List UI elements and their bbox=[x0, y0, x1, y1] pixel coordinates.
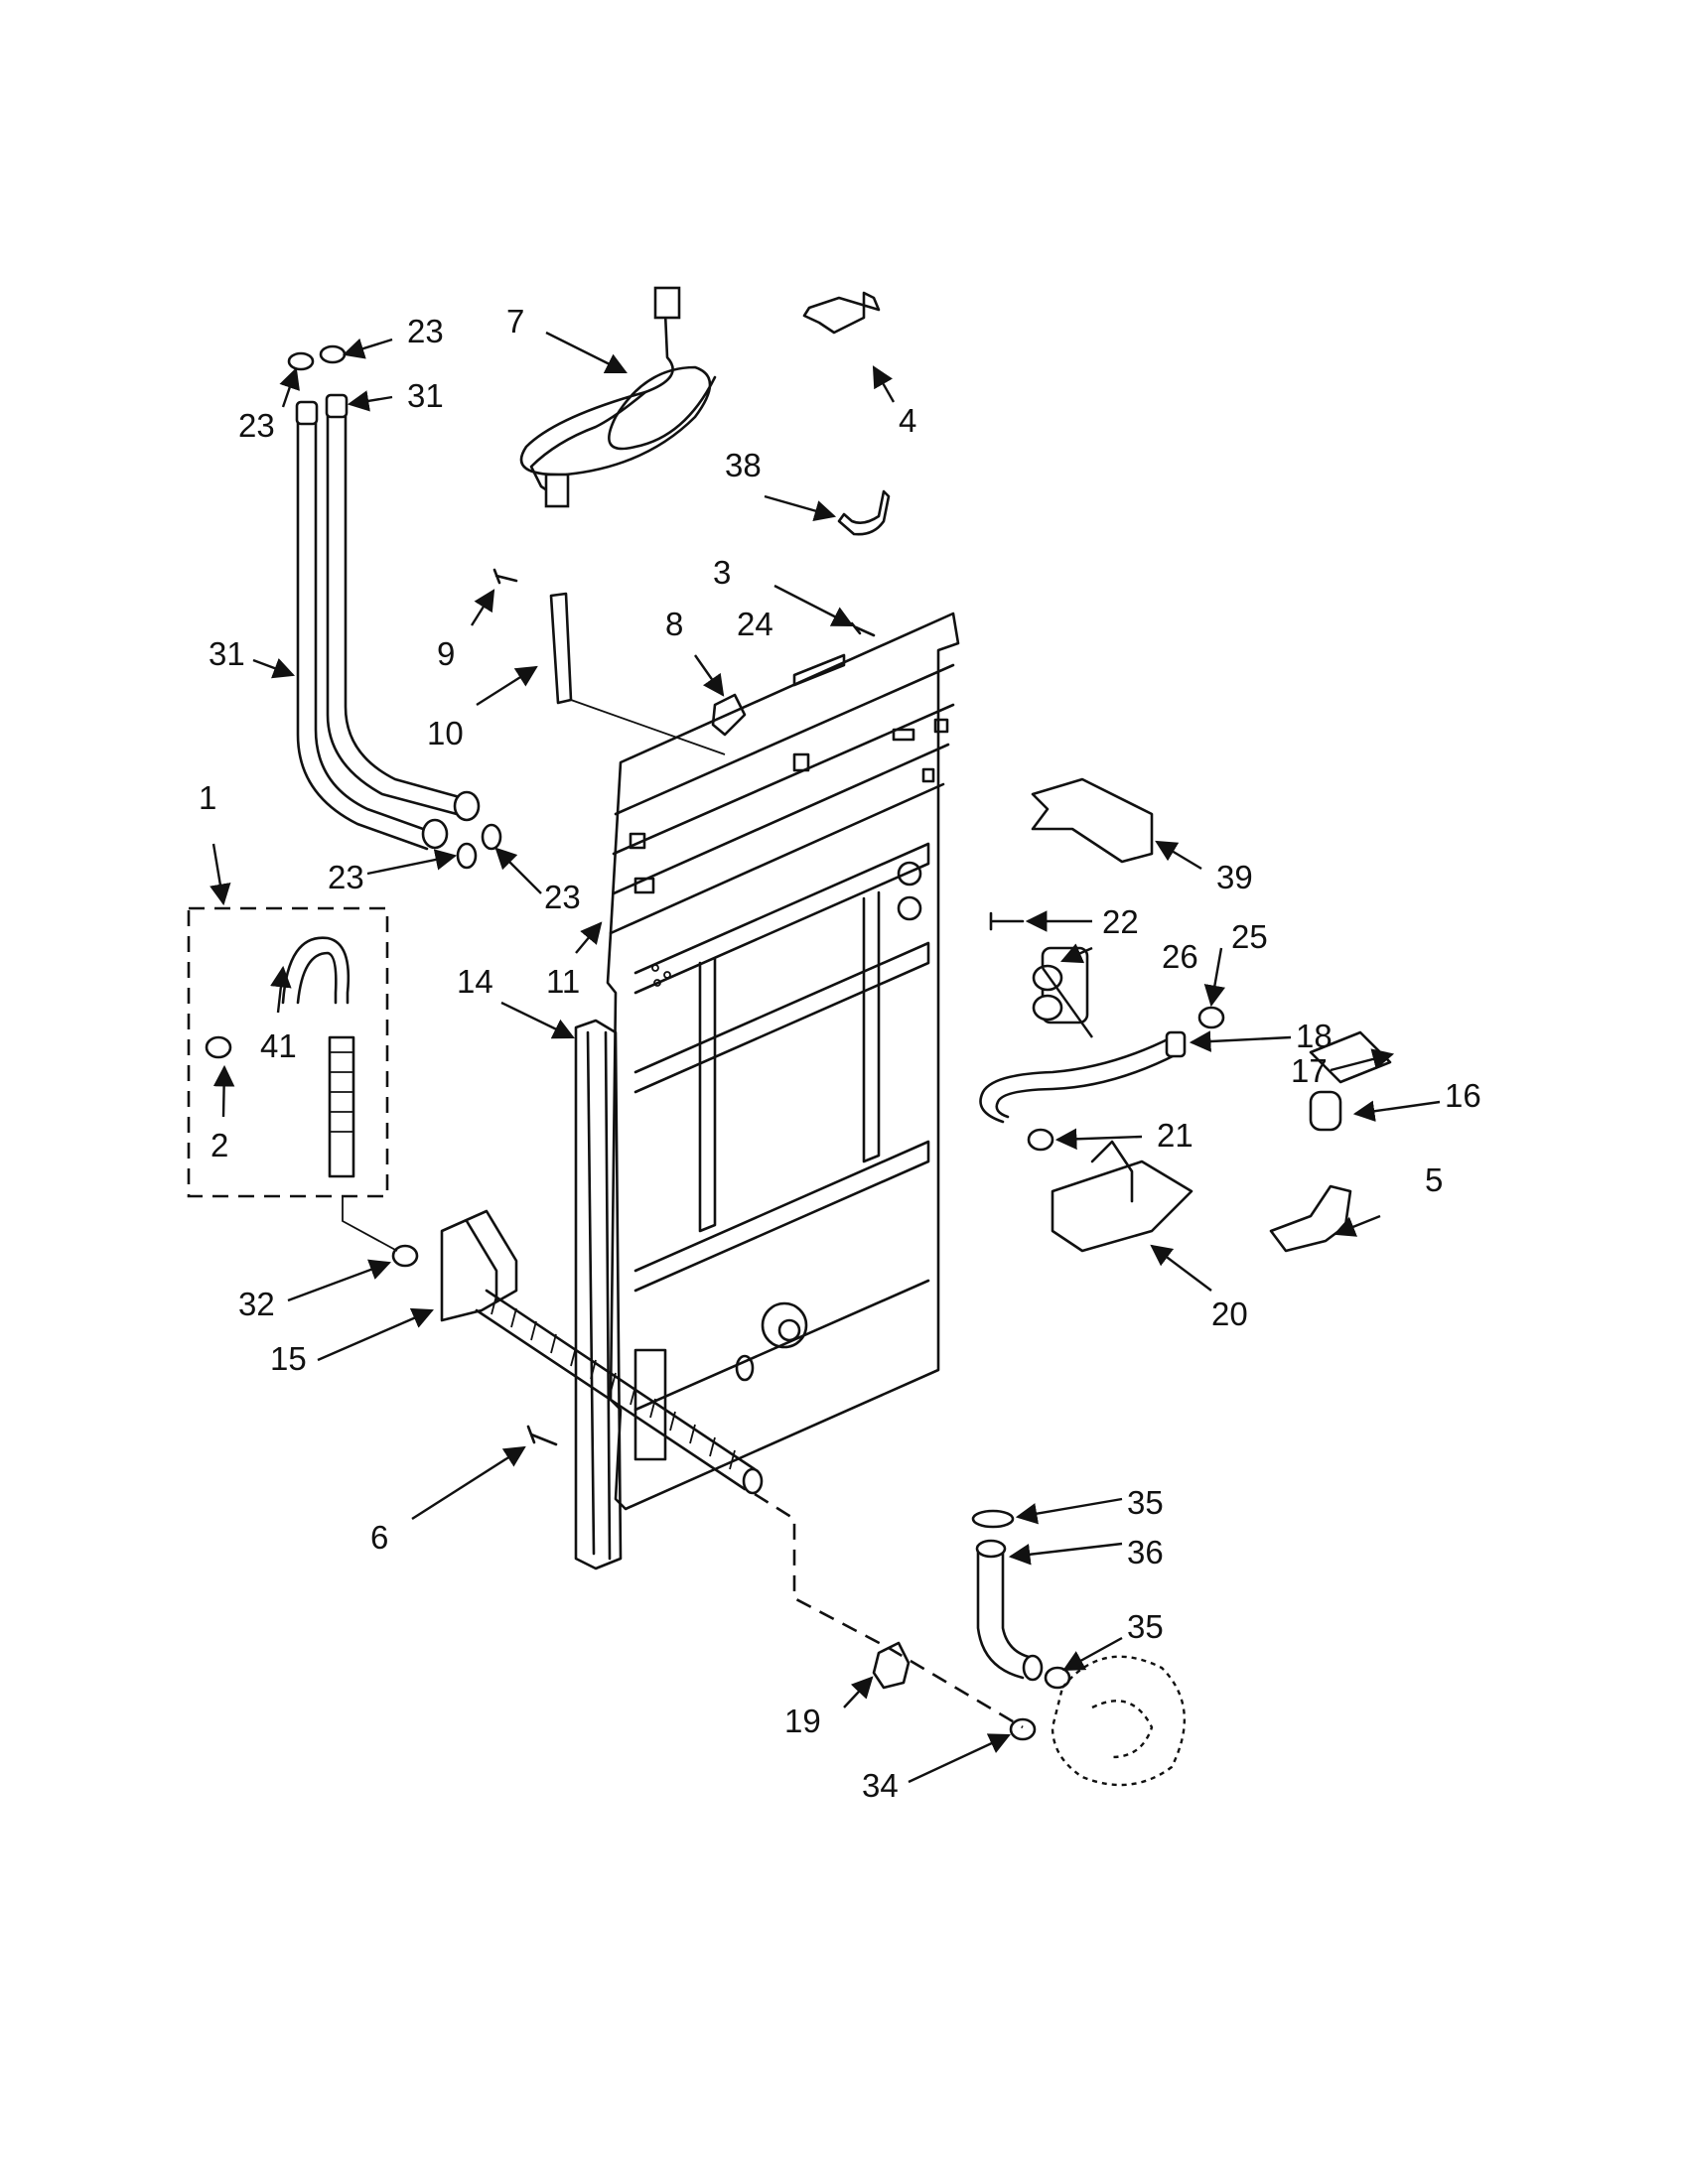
callout-21: 21 bbox=[1157, 1117, 1193, 1154]
callout-10: 10 bbox=[427, 715, 464, 751]
capacitor-16 bbox=[1309, 1090, 1342, 1132]
callout-2: 2 bbox=[210, 1127, 228, 1163]
callout-32: 32 bbox=[238, 1286, 275, 1322]
callout-35b: 35 bbox=[1127, 1608, 1164, 1645]
callout-31a: 31 bbox=[407, 377, 444, 414]
screw-9 bbox=[492, 568, 518, 585]
air-dome-20 bbox=[1051, 1140, 1193, 1253]
water-valve bbox=[1032, 946, 1089, 1024]
callout-25: 25 bbox=[1231, 918, 1268, 955]
screw-6 bbox=[526, 1425, 558, 1446]
hose-bracket bbox=[440, 1209, 518, 1322]
bracket-5 bbox=[1269, 1184, 1352, 1253]
callout-23b: 23 bbox=[238, 407, 275, 444]
callout-6: 6 bbox=[370, 1519, 388, 1556]
clamp-25 bbox=[1197, 1006, 1225, 1029]
callout-17: 17 bbox=[1291, 1052, 1328, 1089]
callout-20: 20 bbox=[1211, 1296, 1248, 1332]
callout-8: 8 bbox=[665, 606, 683, 642]
strap-10 bbox=[549, 592, 573, 705]
side-strip bbox=[574, 1019, 623, 1570]
bar-24 bbox=[792, 653, 846, 687]
callout-38: 38 bbox=[725, 447, 762, 483]
callout-19: 19 bbox=[784, 1703, 821, 1739]
drain-hose bbox=[475, 1289, 764, 1495]
callout-9: 9 bbox=[437, 635, 455, 672]
fill-hose bbox=[979, 1030, 1187, 1124]
callout-15: 15 bbox=[270, 1340, 307, 1377]
callout-23a: 23 bbox=[407, 313, 444, 349]
callout-31b: 31 bbox=[209, 635, 245, 672]
callout-39: 39 bbox=[1216, 859, 1253, 895]
clamp-21 bbox=[1027, 1128, 1054, 1152]
hose-clamp-19 bbox=[872, 1641, 911, 1690]
callout-41: 41 bbox=[260, 1027, 297, 1064]
callout-14: 14 bbox=[457, 963, 493, 1000]
clip-38 bbox=[837, 489, 891, 536]
callout-3: 3 bbox=[713, 554, 731, 591]
screw-22 bbox=[989, 911, 1025, 931]
callout-26: 26 bbox=[1162, 938, 1198, 975]
callout-23d: 23 bbox=[544, 879, 581, 915]
inlet-hoses bbox=[287, 344, 502, 870]
screw-3 bbox=[850, 621, 876, 637]
callout-35a: 35 bbox=[1127, 1484, 1164, 1521]
callout-11: 11 bbox=[546, 963, 580, 1000]
leader-lines bbox=[210, 331, 1441, 1784]
dashed-connector bbox=[754, 1492, 1024, 1729]
callout-34: 34 bbox=[862, 1767, 899, 1804]
callout-7: 7 bbox=[506, 303, 524, 340]
bracket-8 bbox=[711, 693, 747, 737]
bracket-4 bbox=[802, 291, 881, 335]
callout-4: 4 bbox=[899, 402, 916, 439]
callout-16: 16 bbox=[1445, 1077, 1481, 1114]
kit-contents bbox=[205, 936, 419, 1268]
callout-24: 24 bbox=[737, 606, 773, 642]
callout-22: 22 bbox=[1102, 903, 1139, 940]
callout-36: 36 bbox=[1127, 1534, 1164, 1570]
callout-5: 5 bbox=[1425, 1161, 1443, 1198]
callout-1: 1 bbox=[199, 779, 216, 816]
rear-panel bbox=[606, 612, 960, 1511]
callout-labels: 1 2 3 4 5 6 7 8 9 10 11 14 15 16 17 18 1… bbox=[199, 303, 1481, 1804]
bracket-39 bbox=[1031, 777, 1154, 864]
callout-23c: 23 bbox=[328, 859, 364, 895]
pump-outline bbox=[1051, 1655, 1187, 1787]
kit-box-1 bbox=[187, 906, 389, 1198]
drain-elbow bbox=[971, 1509, 1071, 1741]
callout-18: 18 bbox=[1296, 1018, 1333, 1054]
power-cord bbox=[519, 286, 717, 508]
